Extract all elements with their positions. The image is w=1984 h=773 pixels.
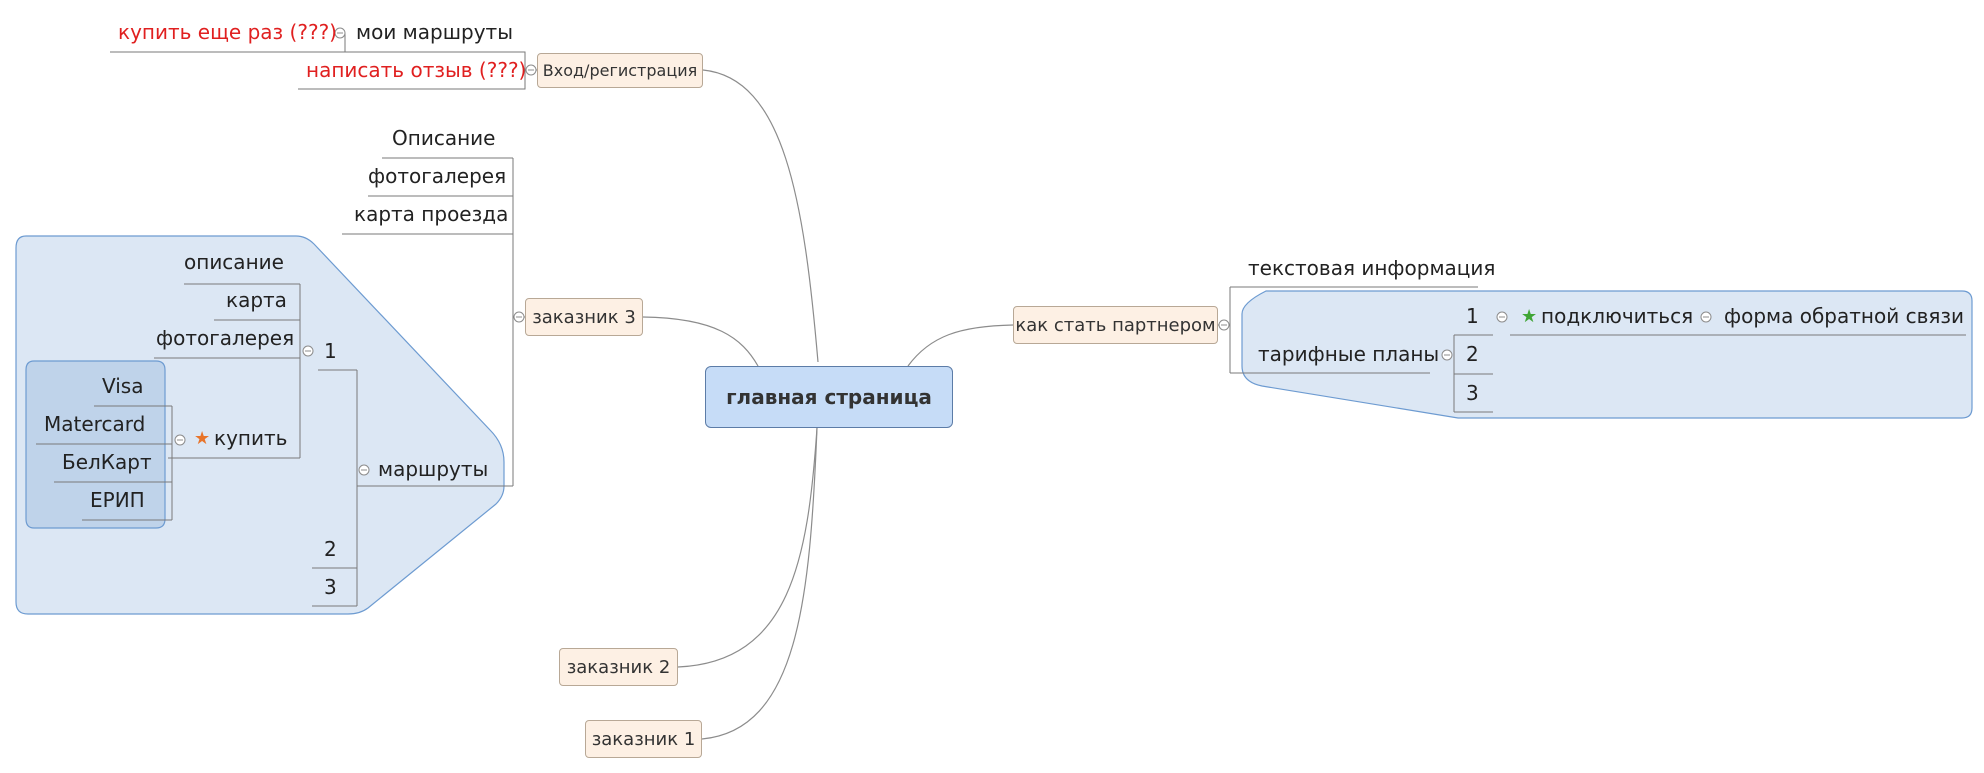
- topic-reserve-3[interactable]: заказник 3: [525, 298, 643, 336]
- topic-tariff-1[interactable]: 1: [1466, 304, 1479, 328]
- topic-payment-mastercard[interactable]: Matercard: [44, 412, 146, 436]
- topic-become-partner[interactable]: как стать партнером: [1013, 306, 1218, 344]
- topic-route-1[interactable]: 1: [324, 339, 337, 363]
- topic-route-3[interactable]: 3: [324, 575, 337, 599]
- topic-text-info[interactable]: текстовая информация: [1248, 256, 1496, 280]
- topic-buy-again[interactable]: купить еще раз (???): [118, 20, 337, 44]
- topic-tariff-2[interactable]: 2: [1466, 342, 1479, 366]
- topic-route-2[interactable]: 2: [324, 537, 337, 561]
- topic-tariff-3[interactable]: 3: [1466, 381, 1479, 405]
- topic-routes[interactable]: маршруты: [378, 457, 489, 481]
- topic-route-gallery[interactable]: фотогалерея: [156, 326, 295, 350]
- topic-description[interactable]: Описание: [392, 126, 496, 150]
- star-orange-icon: ★: [194, 428, 211, 449]
- star-green-icon: ★: [1521, 306, 1538, 327]
- topic-reserve-2[interactable]: заказник 2: [559, 648, 678, 686]
- topic-login[interactable]: Вход/регистрация: [537, 53, 703, 88]
- topic-feedback-form[interactable]: форма обратной связи: [1724, 304, 1965, 328]
- topic-payment-erip[interactable]: ЕРИП: [90, 488, 145, 512]
- topic-directions-map[interactable]: карта проезда: [354, 202, 509, 226]
- topic-photo-gallery[interactable]: фотогалерея: [368, 164, 507, 188]
- topic-reserve-1[interactable]: заказник 1: [585, 720, 702, 758]
- topic-buy[interactable]: купить: [214, 426, 288, 450]
- topic-route-description[interactable]: описание: [184, 250, 284, 274]
- central-topic[interactable]: главная страница: [705, 366, 953, 428]
- topic-write-review[interactable]: написать отзыв (???): [306, 58, 527, 82]
- topic-route-map[interactable]: карта: [226, 288, 287, 312]
- topic-payment-visa[interactable]: Visa: [102, 374, 144, 398]
- topic-connect[interactable]: подключиться: [1541, 304, 1694, 328]
- topic-my-routes[interactable]: мои маршруты: [356, 20, 513, 44]
- boundary-tariffs: [1241, 290, 1973, 419]
- topic-tariff-plans[interactable]: тарифные планы: [1258, 342, 1440, 366]
- topic-payment-belkart[interactable]: БелКарт: [62, 450, 152, 474]
